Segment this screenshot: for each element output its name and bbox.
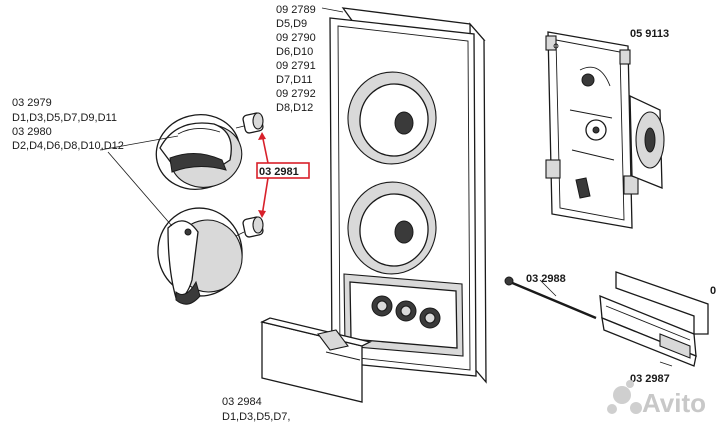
knob-a-models-label: D1,D3,D5,D7,D9,D11 (12, 112, 117, 124)
watermark-text: Avito (642, 388, 706, 418)
panel-part-label-2: 09 2790 (276, 32, 316, 44)
panel-models-label-1: D5,D9 (276, 18, 307, 30)
rod (504, 276, 597, 320)
bracket-part-label: 03 2987 (630, 373, 670, 385)
front-cover-strip (260, 317, 372, 403)
bushing-part-label: 03 2981 (259, 166, 299, 178)
bracket (599, 271, 709, 367)
panel-part-label-4: 09 2792 (276, 88, 316, 100)
knob-leader-upper (99, 135, 179, 151)
panel-models-label-4: D8,D12 (276, 102, 313, 114)
panel-leader-line (321, 7, 344, 13)
timer-part-label: 05 9113 (630, 28, 669, 40)
knob-a-part-label: 03 2979 (12, 97, 52, 109)
panel-models-label-3: D7,D11 (276, 74, 312, 86)
watermark: Avito (607, 380, 706, 418)
panel-part-label-3: 09 2791 (276, 60, 316, 72)
panel-part-label: 09 2789 (276, 4, 316, 16)
panel-models-label-2: D6,D10 (276, 46, 313, 58)
panel-label-group: 09 2789 D5,D9 09 2790 D6,D10 09 2791 D7,… (276, 4, 316, 114)
upper-bushing (235, 112, 264, 134)
upper-knob (155, 114, 243, 190)
control-panel (329, 7, 487, 384)
bracket-edge-label: 0 (710, 285, 716, 297)
knob-leader-lower (107, 151, 173, 227)
lower-knob (157, 207, 243, 305)
upper-knob-recess (347, 71, 437, 165)
knob-b-models-label: D2,D4,D6,D8,D10,D12 (12, 140, 124, 152)
knob-b-part-label: 03 2980 (12, 126, 52, 138)
avito-dots-icon (607, 380, 642, 414)
lower-knob-recess (347, 181, 437, 275)
cover-part-label: 03 2984 (222, 396, 262, 408)
lower-bushing (235, 216, 264, 238)
indicator-window (343, 273, 464, 357)
bushing-highlight (256, 132, 310, 218)
timer-mechanism (545, 31, 665, 229)
rod-part-label: 03 2988 (526, 273, 566, 285)
cover-models-label: D1,D3,D5,D7, (222, 411, 290, 423)
knob-label-group: 03 2979 D1,D3,D5,D7,D9,D11 03 2980 D2,D4… (12, 97, 124, 152)
